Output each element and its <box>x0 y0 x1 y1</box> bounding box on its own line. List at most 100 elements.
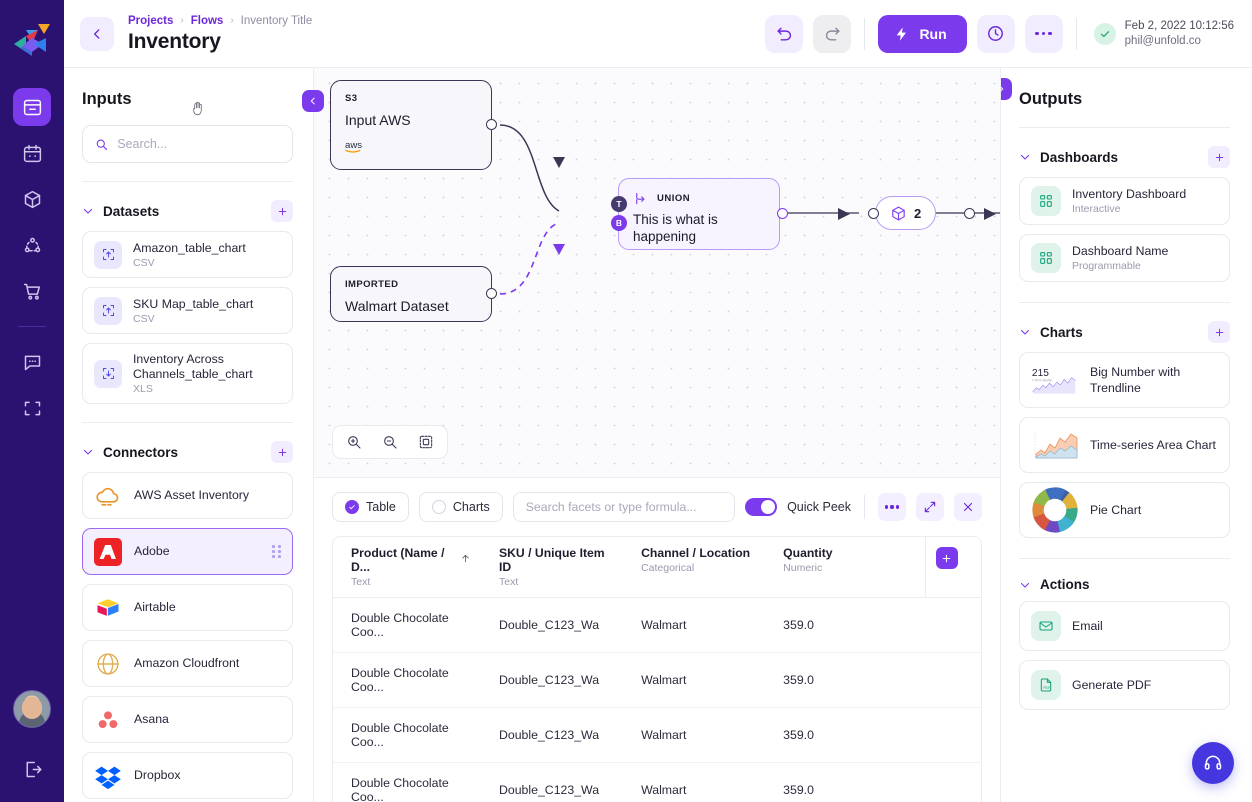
node-output-port[interactable] <box>486 288 497 299</box>
connector-item-airtable[interactable]: Airtable <box>82 584 293 631</box>
redo-button[interactable] <box>813 15 851 53</box>
undo-button[interactable] <box>765 15 803 53</box>
flow-node-union[interactable]: UNION This is what is happening <box>618 178 780 250</box>
collapse-inputs-button[interactable] <box>302 90 324 112</box>
table-row[interactable]: Double Chocolate Coo... Double_C123_Wa W… <box>333 653 981 708</box>
pill-output-port[interactable] <box>964 208 975 219</box>
action-item-email[interactable]: Email <box>1019 601 1230 651</box>
logout-button[interactable] <box>13 750 51 788</box>
quick-peek-toggle[interactable] <box>745 498 777 516</box>
flow-canvas[interactable]: S3 Input AWS aws IMPORTED Walmart Datase… <box>314 68 1000 478</box>
column-header-quantity[interactable]: Quantity Numeric <box>765 537 925 598</box>
add-chart-button[interactable] <box>1208 321 1230 343</box>
envelope-icon <box>1031 611 1061 641</box>
dataset-type: CSV <box>133 257 246 269</box>
dataset-item[interactable]: Amazon_table_chart CSV <box>82 231 293 278</box>
tab-table[interactable]: Table <box>332 492 409 522</box>
connector-item-asana[interactable]: Asana <box>82 696 293 743</box>
breadcrumb-projects[interactable]: Projects <box>128 14 173 28</box>
data-more-button[interactable] <box>878 493 906 521</box>
column-header-sku[interactable]: SKU / Unique Item ID Text <box>481 537 623 598</box>
chevron-down-icon[interactable] <box>82 446 94 458</box>
donut-chart-thumb <box>1031 495 1079 525</box>
union-port-top[interactable]: T <box>611 196 627 212</box>
chart-item-pie[interactable]: Pie Chart <box>1019 482 1230 538</box>
sidebar-item-archive[interactable] <box>13 88 51 126</box>
action-item-generate-pdf[interactable]: PDF Generate PDF <box>1019 660 1230 710</box>
plus-icon <box>1214 152 1225 163</box>
support-chat-button[interactable] <box>1192 742 1234 784</box>
chevron-down-icon[interactable] <box>1019 579 1031 591</box>
fit-view-button[interactable] <box>411 428 441 456</box>
run-button[interactable]: Run <box>878 15 966 53</box>
search-input[interactable] <box>117 137 280 151</box>
close-button[interactable] <box>954 493 982 521</box>
avatar[interactable] <box>13 690 51 728</box>
connector-item-amazon-cloudfront[interactable]: Amazon Cloudfront <box>82 640 293 687</box>
flow-node-s3[interactable]: S3 Input AWS aws <box>330 80 492 170</box>
chevron-down-icon[interactable] <box>82 205 94 217</box>
divider <box>1019 302 1230 303</box>
zoom-in-button[interactable] <box>339 428 369 456</box>
more-options-button[interactable] <box>1025 15 1063 53</box>
collapse-outputs-button[interactable] <box>1000 78 1012 100</box>
zoom-out-button[interactable] <box>375 428 405 456</box>
toolbar-divider <box>864 18 865 50</box>
add-dashboard-button[interactable] <box>1208 146 1230 168</box>
sidebar-item-messages[interactable] <box>13 343 51 381</box>
expand-button[interactable] <box>916 493 944 521</box>
table-row[interactable]: Double Chocolate Coo... Double_C123_Wa W… <box>333 598 981 653</box>
table-row[interactable]: Double Chocolate Coo... Double_C123_Wa W… <box>333 708 981 763</box>
sidebar-item-network[interactable] <box>13 226 51 264</box>
connector-item-dropbox[interactable]: Dropbox <box>82 752 293 799</box>
inputs-search[interactable] <box>82 125 293 163</box>
dataset-item[interactable]: Inventory Across Channels_table_chart XL… <box>82 343 293 404</box>
column-type: Text <box>499 576 613 588</box>
pill-input-port[interactable] <box>868 208 879 219</box>
facet-search[interactable] <box>513 492 735 522</box>
column-header-channel[interactable]: Channel / Location Categorical <box>623 537 765 598</box>
dataset-name: SKU Map_table_chart <box>133 297 253 312</box>
add-column-button[interactable] <box>936 547 958 569</box>
dashboard-item[interactable]: Inventory Dashboard Interactive <box>1019 177 1230 225</box>
connector-item-aws-asset-inventory[interactable]: AWS Asset Inventory <box>82 472 293 519</box>
datasets-title: Datasets <box>103 204 159 219</box>
flow-node-walmart[interactable]: IMPORTED Walmart Dataset <box>330 266 492 322</box>
union-port-bottom[interactable]: B <box>611 215 627 231</box>
sidebar-item-models[interactable] <box>13 180 51 218</box>
chart-item-area[interactable]: Time-series Area Chart <box>1019 417 1230 473</box>
dataset-item[interactable]: SKU Map_table_chart CSV <box>82 287 293 334</box>
sidebar-item-commerce[interactable] <box>13 272 51 310</box>
add-dataset-button[interactable] <box>271 200 293 222</box>
add-connector-button[interactable] <box>271 441 293 463</box>
table-row[interactable]: Double Chocolate Coo... Double_C123_Wa W… <box>333 763 981 802</box>
dashboard-text: Dashboard Name Programmable <box>1072 244 1168 272</box>
svg-text:aws: aws <box>345 140 362 151</box>
back-button[interactable] <box>80 17 114 51</box>
sidebar-item-calendar[interactable] <box>13 134 51 172</box>
search-icon <box>95 137 108 152</box>
column-header-product[interactable]: Product (Name / D... Text <box>333 537 481 598</box>
breadcrumb-flows[interactable]: Flows <box>191 14 224 28</box>
connectors-title: Connectors <box>103 445 178 460</box>
title-block: Projects › Flows › Inventory Title Inven… <box>128 14 312 54</box>
dashboard-item[interactable]: Dashboard Name Programmable <box>1019 234 1230 282</box>
connector-item-adobe[interactable]: Adobe <box>82 528 293 575</box>
node-output-port[interactable] <box>486 119 497 130</box>
sidebar-item-fullscreen[interactable] <box>13 389 51 427</box>
facet-search-input[interactable] <box>526 500 722 514</box>
history-button[interactable] <box>977 15 1015 53</box>
chevron-down-icon[interactable] <box>1019 326 1031 338</box>
tab-charts[interactable]: Charts <box>419 492 503 522</box>
union-output-port[interactable] <box>777 208 788 219</box>
sort-asc-icon[interactable] <box>460 553 471 567</box>
top-bar: Projects › Flows › Inventory Title Inven… <box>64 0 1252 68</box>
node-kicker: UNION <box>657 193 690 204</box>
chevron-down-icon[interactable] <box>1019 151 1031 163</box>
cell-sku: Double_C123_Wa <box>481 653 623 708</box>
drag-handle-icon[interactable] <box>272 545 281 558</box>
flow-node-output-pill[interactable]: 2 <box>875 196 936 230</box>
upload-box-icon <box>94 297 122 325</box>
chart-item-big-number[interactable]: 215 +70% WoW Big Number with Trendline <box>1019 352 1230 408</box>
zoom-in-icon <box>346 434 362 450</box>
